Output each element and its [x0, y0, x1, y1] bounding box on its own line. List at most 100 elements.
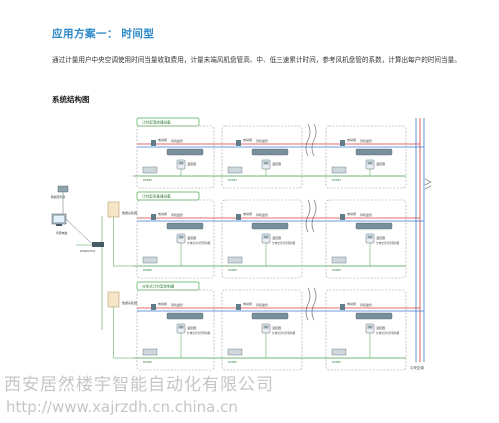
valve-label: 电动阀	[158, 137, 167, 142]
fan-coil-label: 风机盘管	[360, 212, 372, 217]
controller-module	[331, 256, 347, 264]
thermostat-label: 温控器	[376, 325, 385, 330]
thermostat-screen	[367, 325, 373, 329]
valve-icon	[340, 214, 345, 220]
controller-module	[227, 348, 243, 356]
split-controller-label: 分体式计时型控制器	[272, 241, 296, 245]
valve-icon	[151, 140, 156, 146]
fan-coil-icon	[166, 222, 204, 230]
pc-screen	[54, 216, 64, 222]
thermostat-screen	[178, 161, 184, 165]
watermark-url: http://www.xajrzdh.cn.china.cn	[6, 398, 238, 416]
split-controller-label: 分体式计时型控制器	[187, 241, 211, 245]
unit-box	[221, 289, 303, 371]
description-text: 通过计量用户中央空调使用时间当量收取费用，计量末端风机盘管高、中、低三速累计时间…	[52, 57, 461, 64]
fan-coil-icon	[251, 312, 289, 320]
bus-label: RS485	[228, 360, 237, 364]
bus-label: RS485	[228, 268, 237, 272]
split-controller-label: 分体式计时型控制器	[272, 331, 296, 335]
valve-label: 电动阀	[347, 137, 356, 142]
thermostat-label: 温控器	[376, 161, 385, 166]
fan-coil-label: 风机盘管	[256, 212, 268, 217]
collector-label: 数据采集器	[122, 300, 137, 305]
server-label: 数据服务器	[51, 195, 65, 199]
fan-coil-label: 风机盘管	[171, 138, 183, 143]
unit-box	[325, 199, 407, 279]
watermark-company: 西安居然楼宇智能自动化有限公司	[4, 375, 274, 395]
break-mark	[311, 123, 317, 157]
valve-label: 电动阀	[158, 301, 167, 306]
break-mark	[311, 199, 317, 233]
valve-label: 电动阀	[347, 301, 356, 306]
bus-label: RS485	[332, 178, 341, 182]
valve-icon	[236, 140, 241, 146]
valve-icon	[151, 304, 156, 310]
collector-label: 数据采集器	[122, 210, 137, 215]
thermostat-screen	[178, 235, 184, 239]
bus-label: RS485	[332, 360, 341, 364]
thermostat-screen	[367, 161, 373, 165]
fan-coil-icon	[251, 222, 289, 230]
thermostat-label: 温控器	[272, 161, 281, 166]
pc-label: 管理电脑	[56, 231, 67, 235]
valve-label: 电动阀	[243, 211, 252, 216]
thermostat-label: 温控器	[187, 235, 196, 240]
unit-box	[136, 125, 215, 189]
fan-coil-label: 风机盘管	[360, 138, 372, 143]
controller-module	[331, 166, 347, 174]
valve-icon	[340, 140, 345, 146]
valve-icon	[151, 214, 156, 220]
section-title: 系统结构图	[52, 95, 90, 104]
unit-box	[325, 125, 407, 189]
page-title: 应用方案一： 时间型	[52, 28, 155, 40]
valve-icon	[236, 304, 241, 310]
thermostat-screen	[178, 325, 184, 329]
thermostat-label: 温控器	[272, 235, 281, 240]
valve-icon	[236, 214, 241, 220]
collector-icon	[107, 291, 120, 308]
valve-icon	[340, 304, 345, 310]
group-label: 分体式计时型控制器	[142, 284, 175, 289]
controller-module	[142, 256, 158, 264]
thermostat-label: 温控器	[376, 235, 385, 240]
unit-box	[325, 289, 407, 371]
thermostat-screen	[263, 325, 269, 329]
controller-module	[227, 256, 243, 264]
controller-module	[142, 166, 158, 174]
split-controller-label: 分体式计时型控制器	[187, 331, 211, 335]
fan-coil-label: 风机盘管	[171, 212, 183, 217]
thermostat-screen	[263, 235, 269, 239]
thermostat-label: 温控器	[187, 161, 196, 166]
fan-coil-icon	[355, 222, 393, 230]
fan-coil-icon	[355, 312, 393, 320]
unit-box	[221, 125, 303, 189]
bus-label: RS485	[143, 268, 152, 272]
fan-coil-label: 风机盘管	[256, 302, 268, 307]
network-label: RS485/TCP	[80, 249, 95, 253]
controller-module	[142, 348, 158, 356]
split-controller-label: 分体式计时型控制器	[376, 331, 400, 335]
pc-switch-link	[65, 218, 93, 245]
unit-box	[136, 289, 215, 371]
bus-label: RS485	[228, 178, 237, 182]
thermostat-label: 温控器	[187, 325, 196, 330]
switch-icon	[92, 242, 104, 247]
server-icon	[57, 185, 69, 193]
collector-icon	[107, 201, 120, 218]
break-mark	[305, 199, 311, 233]
bus-label: RS485	[332, 268, 341, 272]
controller-module	[227, 166, 243, 174]
break-mark	[305, 123, 311, 157]
fan-coil-label: 风机盘管	[171, 302, 183, 307]
break-mark	[305, 287, 311, 321]
fan-coil-icon	[166, 148, 204, 156]
break-mark	[311, 287, 317, 321]
valve-label: 电动阀	[347, 211, 356, 216]
thermostat-screen	[367, 235, 373, 239]
fan-coil-label: 风机盘管	[256, 138, 268, 143]
valve-label: 电动阀	[158, 211, 167, 216]
thermostat-label: 温控器	[272, 325, 281, 330]
break-mark-right	[424, 178, 432, 190]
fan-coil-icon	[251, 148, 289, 156]
